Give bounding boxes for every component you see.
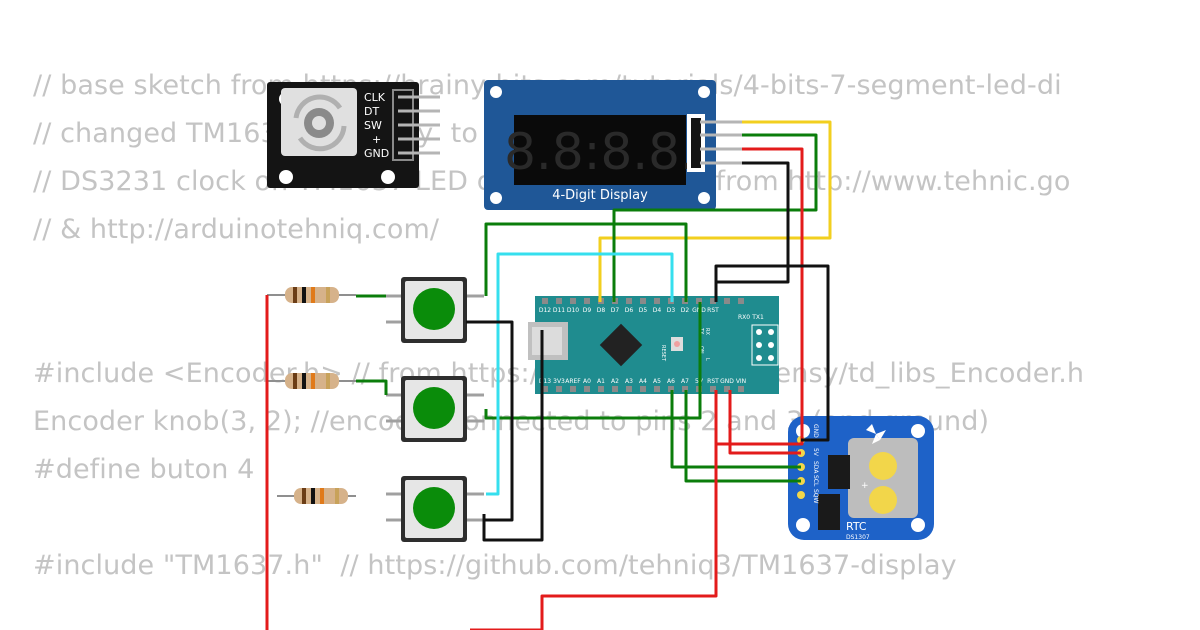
code-line-8: #include "TM1637.h" // https://github.co…: [33, 550, 957, 581]
mount-hole: [796, 518, 810, 532]
pin-label: D5: [639, 307, 648, 314]
pin-label: D7: [611, 307, 620, 314]
pin-label: D10: [567, 307, 579, 314]
mount-hole: [490, 192, 502, 204]
pin-label: D11: [553, 307, 565, 314]
pin-label: D3: [667, 307, 676, 314]
pin-label: D8: [597, 307, 606, 314]
pin-label: A3: [625, 378, 633, 385]
rtc-label: RTC: [846, 520, 867, 533]
arduino-nano[interactable]: RESET TX RX ON L D12 D11 D10 D9 D8 D7 D6…: [528, 296, 779, 394]
display-label: 4-Digit Display: [552, 188, 648, 203]
encoder-pin-label: SW: [364, 119, 382, 132]
pin-label: D2: [681, 307, 690, 314]
encoder-pin-label: GND: [364, 147, 389, 160]
push-button-3[interactable]: [386, 476, 484, 542]
wire-red-rtc[interactable]: [728, 390, 801, 455]
nano-bottom-pin-labels: D13 3V3 AREF A0 A1 A2 A3 A4 A5 A6 A7 5V …: [539, 378, 746, 385]
crystal: [818, 494, 840, 530]
four-digit-display[interactable]: 8.8:8.8. 4-Digit Display: [484, 80, 742, 210]
wires: [265, 120, 832, 630]
pin-label: D12: [539, 307, 551, 314]
pin-label: A2: [611, 378, 619, 385]
led-label: RX: [704, 328, 710, 335]
wire-black[interactable]: [714, 161, 790, 302]
resistor-2[interactable]: [267, 373, 356, 389]
battery-icon: [869, 452, 897, 480]
wire-green-sda[interactable]: [670, 390, 801, 469]
pin-label: RST: [707, 378, 719, 385]
pin-label: VIN: [736, 378, 746, 385]
pin-label: A1: [597, 378, 605, 385]
pin-label: D13: [539, 378, 551, 385]
encoder-pin-label: CLK: [364, 91, 386, 104]
encoder-pin-label: DT: [364, 105, 379, 118]
led-label: L: [704, 358, 710, 361]
rtc-pin-label: SCL: [812, 475, 819, 487]
mount-hole: [381, 170, 395, 184]
digit-readout: 8.8:8.8.: [504, 123, 696, 181]
code-line-4: // & http://arduinotehniq.com/: [33, 214, 440, 245]
rtc-pin-label: SDA: [812, 461, 819, 474]
mount-hole: [490, 86, 502, 98]
wire-black-rtc[interactable]: [714, 264, 830, 442]
pin-label: RST: [707, 307, 719, 314]
wire-red-5v[interactable]: [540, 444, 718, 630]
mount-hole: [911, 424, 925, 438]
push-button-2[interactable]: [386, 376, 484, 442]
rtc-pin-label: SQW: [812, 489, 819, 504]
wire-green[interactable]: [612, 133, 818, 302]
wire-black-ground[interactable]: [466, 320, 514, 522]
pin-label: A6: [667, 378, 675, 385]
pin-label: D9: [583, 307, 592, 314]
pin-label: A5: [653, 378, 661, 385]
rotary-encoder[interactable]: CLK DT SW + GND: [267, 82, 440, 188]
battery-plus: +: [861, 481, 869, 491]
pin-label: A0: [583, 378, 591, 385]
icsp-header: [751, 324, 779, 366]
rtc-pin-label: GND: [812, 424, 819, 438]
wire-green-encoder-2[interactable]: [484, 302, 702, 420]
rtc-sublabel: DS1307: [846, 534, 870, 541]
wire-cyan[interactable]: [486, 252, 674, 496]
wire-green-encoder[interactable]: [484, 222, 688, 302]
pin-label: GND: [720, 378, 734, 385]
wire-green-resistor-2[interactable]: [356, 379, 388, 395]
encoder-pin-label: +: [372, 133, 381, 146]
resistor-1[interactable]: [267, 287, 356, 303]
mount-hole: [279, 170, 293, 184]
mount-hole: [698, 192, 710, 204]
mount-hole: [698, 86, 710, 98]
push-button-1[interactable]: [386, 277, 484, 343]
rtc-chip: [828, 455, 850, 489]
rtc-module[interactable]: + GND 5V SDA SCL SQW RTC DS1307: [788, 416, 934, 541]
pin-label: D4: [653, 307, 662, 314]
pin-label: D6: [625, 307, 634, 314]
pin-label: A4: [639, 378, 647, 385]
pin-label: 3V3: [553, 378, 565, 385]
rtc-pin-label: 5V: [812, 448, 819, 457]
pin-label: TX1: [751, 314, 764, 321]
pin-label: AREF: [565, 378, 581, 385]
wire-yellow[interactable]: [598, 120, 832, 302]
wire-black-ground-2[interactable]: [482, 330, 544, 542]
wire-red[interactable]: [714, 147, 804, 446]
adafruit-logo-icon: [866, 424, 886, 444]
mount-hole: [911, 518, 925, 532]
resistor-3[interactable]: [277, 488, 356, 504]
pin-label: RX0: [738, 314, 750, 321]
code-line-7: #define buton 4: [33, 454, 255, 485]
pin-label: A7: [681, 378, 689, 385]
wire-green-scl[interactable]: [684, 390, 801, 483]
reset-label: RESET: [660, 345, 666, 362]
